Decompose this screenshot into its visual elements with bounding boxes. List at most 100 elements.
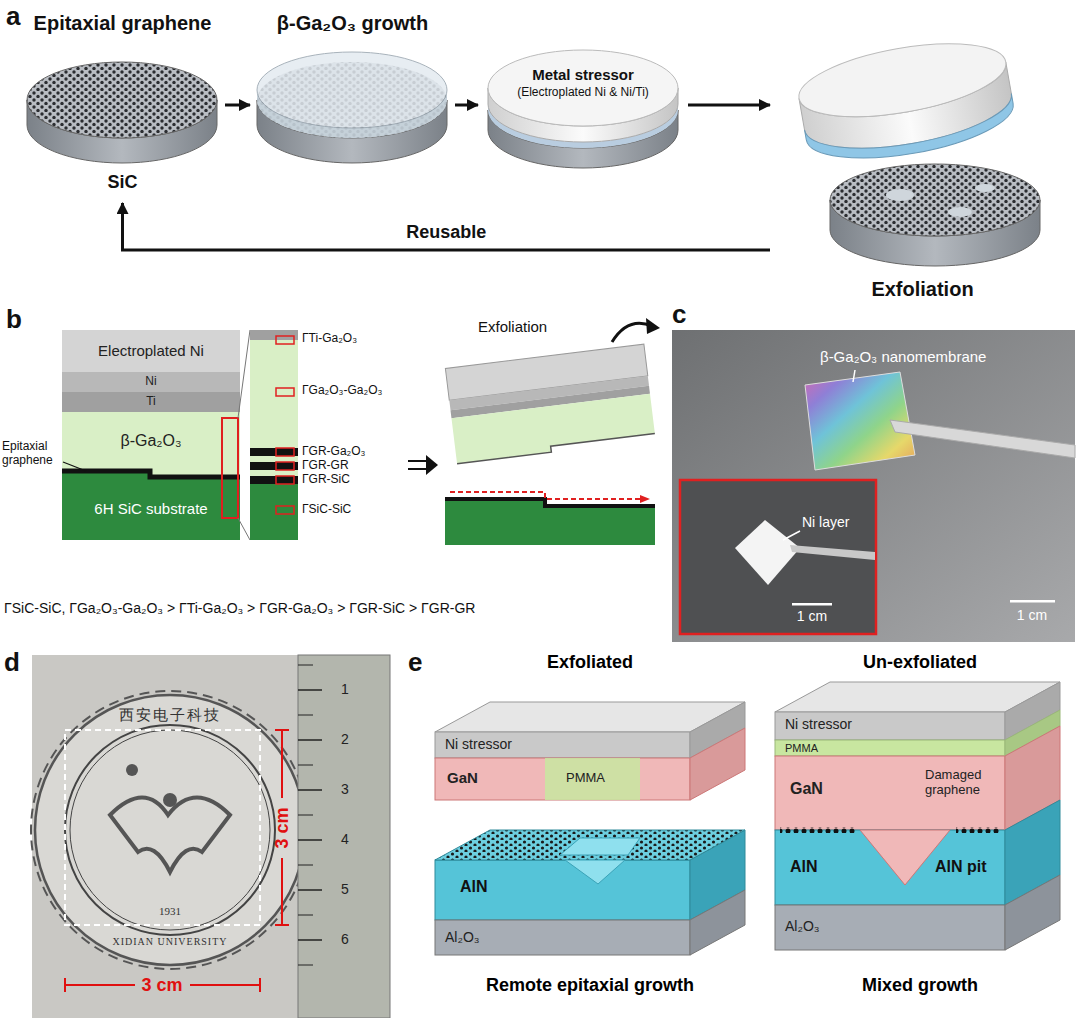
logo-photo-part bbox=[110, 798, 230, 873]
logo-photo-part bbox=[298, 715, 313, 716]
logo-photo-part bbox=[275, 729, 289, 731]
exfoliation-sketch bbox=[445, 318, 660, 545]
layer-stack-part bbox=[62, 372, 240, 392]
remote-epitaxy-sketch bbox=[435, 702, 745, 955]
layer-stack-part bbox=[238, 330, 250, 418]
logo-photo-part bbox=[298, 915, 313, 916]
flow-arrow bbox=[225, 104, 250, 107]
logo-photo-part bbox=[163, 793, 177, 807]
membrane-photo-part bbox=[890, 420, 1075, 458]
remote-epitaxy-sketch-part bbox=[435, 830, 745, 860]
logo-photo-part bbox=[298, 839, 322, 841]
figure-label: ΓGa₂O₃-Ga₂O₃ bbox=[302, 384, 382, 398]
figure-label: GaN bbox=[447, 769, 478, 786]
figure-label: Al₂O₃ bbox=[445, 929, 479, 945]
membrane-photo-part bbox=[1010, 600, 1055, 603]
remote-epitaxy-sketch-part bbox=[560, 838, 640, 855]
zoom-column-part bbox=[276, 336, 294, 344]
logo-photo-part bbox=[298, 939, 322, 941]
mixed-growth-sketch-part bbox=[775, 740, 1005, 756]
mixed-growth-sketch-part bbox=[775, 712, 1005, 740]
layer-stack-part bbox=[63, 462, 86, 471]
logo-photo-part bbox=[281, 858, 283, 925]
figure-label: ΓSiC-SiC, ΓGa₂O₃-Ga₂O₃ > ΓTi-Ga₂O₃ > ΓGR… bbox=[4, 600, 475, 616]
exfoliation-sketch-part bbox=[445, 500, 655, 545]
zoom-column-part bbox=[250, 340, 298, 448]
flow-arrow bbox=[123, 203, 771, 250]
figure-label: AlN bbox=[460, 878, 488, 896]
layer-stack-part bbox=[62, 473, 240, 540]
layer-stack-part bbox=[222, 418, 238, 518]
figure-label: ΓGR-SiC bbox=[302, 473, 350, 487]
mixed-growth-sketch-part bbox=[775, 830, 1005, 905]
zoom-column-part bbox=[250, 462, 298, 470]
figure-label: GaN bbox=[790, 780, 823, 798]
logo-photo-part bbox=[298, 965, 313, 966]
logo-photo-part bbox=[70, 730, 270, 930]
exfoliation-sketch-part-part bbox=[456, 433, 655, 463]
zoom-column-part bbox=[250, 470, 298, 476]
remote-epitaxy-sketch-part bbox=[565, 860, 625, 884]
figure-label: Mixed growth bbox=[862, 975, 978, 996]
stage-text: SiC bbox=[107, 172, 137, 193]
logo-photo-part bbox=[298, 739, 322, 741]
layer-stack-part bbox=[62, 330, 240, 372]
figure-label: AlN pit bbox=[935, 858, 987, 876]
figure-label: ΓGR-Ga₂O₃ bbox=[302, 445, 366, 459]
double-arrow bbox=[408, 455, 438, 475]
exfoliation-sketch-part bbox=[450, 492, 640, 499]
stage-heading: Metal stressor bbox=[532, 66, 634, 83]
sic-disc-part bbox=[27, 62, 217, 138]
zoom-column-part bbox=[250, 484, 298, 540]
logo-photo-part bbox=[298, 655, 390, 1018]
membrane-photo-part bbox=[672, 330, 1075, 642]
figure-label: ΓGR-GR bbox=[302, 459, 349, 473]
logo-photo-part bbox=[298, 789, 322, 791]
exfoliation-sketch-part bbox=[646, 318, 660, 334]
figure-label: 1 cm bbox=[1017, 607, 1047, 623]
remote-epitaxy-sketch-part bbox=[435, 860, 690, 920]
mixed-growth-sketch-part bbox=[775, 756, 1005, 830]
exfoliated-stack-part bbox=[793, 30, 1018, 171]
figure-label: Al₂O₃ bbox=[785, 918, 819, 934]
logo-photo-part bbox=[65, 984, 135, 986]
figure-label: Ti bbox=[146, 395, 156, 409]
double-arrow-part bbox=[408, 468, 428, 470]
membrane-photo-part bbox=[853, 370, 855, 382]
remote-epitaxy-sketch-part bbox=[545, 758, 640, 800]
layer-stack bbox=[62, 330, 250, 540]
logo-photo-part bbox=[190, 984, 260, 986]
figure-label: 1 bbox=[341, 681, 349, 697]
logo-photo-part bbox=[65, 725, 275, 935]
figure-label: Ni stressor bbox=[445, 736, 512, 752]
logo-photo-part bbox=[298, 865, 313, 866]
membrane-photo-part bbox=[680, 480, 876, 634]
figure-label: 1 cm bbox=[797, 608, 827, 624]
panel-letter: b bbox=[6, 305, 22, 335]
figure-label: 3 cm bbox=[272, 807, 293, 848]
figure-label: 西安电子科技 bbox=[119, 707, 221, 724]
figure-label: Ni bbox=[145, 375, 156, 389]
figure-label: Exfoliated bbox=[547, 652, 633, 673]
zoom-column-part bbox=[250, 448, 298, 456]
logo-photo-part bbox=[126, 764, 138, 776]
logo-photo-part bbox=[281, 730, 283, 798]
double-arrow-part bbox=[408, 460, 428, 462]
figure-label: Ni stressor bbox=[785, 716, 852, 732]
exfoliation-sketch-part bbox=[640, 495, 650, 503]
logo-photo-part bbox=[298, 889, 322, 891]
exfoliated-stack bbox=[793, 30, 1040, 266]
double-arrow-part bbox=[426, 455, 438, 475]
figure-label: 3 cm bbox=[141, 975, 182, 996]
stage-node: β-Ga₂O₃ growth bbox=[250, 8, 455, 168]
zoom-column-part bbox=[250, 476, 298, 484]
mixed-growth-sketch bbox=[775, 682, 1060, 950]
sic-disc bbox=[27, 62, 217, 163]
layer-stack-part bbox=[238, 518, 250, 540]
zoom-column-part bbox=[250, 456, 298, 462]
stage-node: Metal stressor (Electroplated Ni & Ni/Ti) bbox=[478, 8, 688, 168]
stage-text: (Electroplated Ni & Ni/Ti) bbox=[517, 86, 649, 100]
figure-label: PMMA bbox=[785, 742, 818, 755]
logo-photo-part bbox=[65, 730, 260, 925]
mixed-growth-sketch-part bbox=[956, 827, 1000, 833]
